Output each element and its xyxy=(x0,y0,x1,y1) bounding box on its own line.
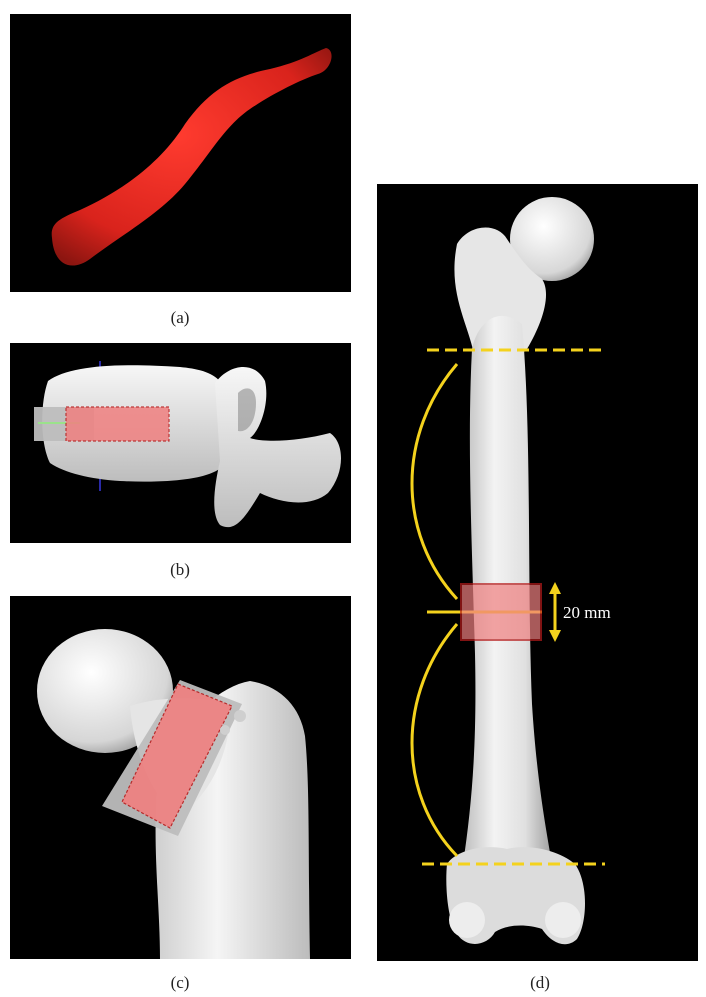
caption-d: (d) xyxy=(510,973,570,993)
measurement-label: 20 mm xyxy=(563,603,611,622)
condyle-medial xyxy=(449,902,485,938)
panel-c-image xyxy=(10,596,351,959)
guide-arc-lower xyxy=(412,624,457,856)
condyle-lateral xyxy=(545,902,581,938)
caption-b: (b) xyxy=(150,560,210,580)
measurement-box xyxy=(461,584,541,640)
panel-b-image xyxy=(10,343,351,543)
bone-bump xyxy=(220,725,230,735)
guide-arc-upper xyxy=(412,364,457,599)
bone-bump xyxy=(234,710,246,722)
measurement-arrow-up xyxy=(549,582,561,594)
caption-c: (c) xyxy=(150,973,210,993)
vertebral-posterior-elements xyxy=(214,367,341,527)
panel-d-image: 20 mm xyxy=(377,184,698,961)
highlight-region xyxy=(66,407,169,441)
red-bone-segment xyxy=(52,48,332,266)
panel-a-image xyxy=(10,14,351,292)
caption-a: (a) xyxy=(150,308,210,328)
measurement-arrow-down xyxy=(549,630,561,642)
